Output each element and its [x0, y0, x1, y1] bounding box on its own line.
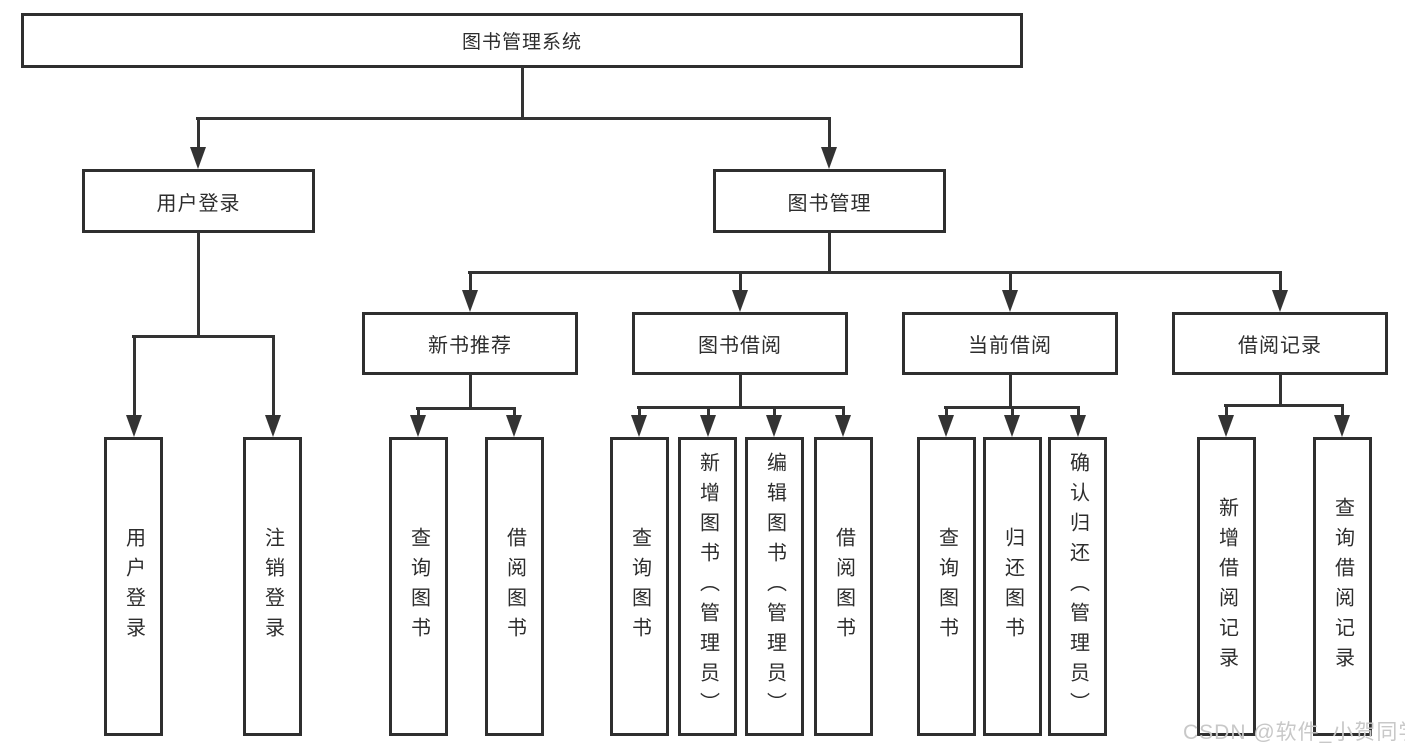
leaf-logout: 注销登录: [243, 437, 302, 736]
leaf-label: 归还图书: [1001, 526, 1024, 647]
leaf-add-book-admin: 新增图书（管理员）: [678, 437, 737, 736]
connector-line: [196, 232, 200, 336]
leaf-label: 新增图书（管理员）: [696, 451, 719, 722]
leaf-label: 编辑图书（管理员）: [763, 451, 786, 722]
arrow-down-icon: [631, 415, 647, 437]
node-book-management: 图书管理: [713, 169, 946, 233]
leaf-label: 查询借阅记录: [1331, 496, 1354, 677]
arrow-down-icon: [732, 290, 748, 312]
node-current-borrow: 当前借阅: [902, 312, 1118, 375]
connector-line: [1340, 404, 1344, 417]
leaf-label: 查询图书: [628, 526, 651, 647]
arrow-down-icon: [1272, 290, 1288, 312]
leaf-label: 新增借阅记录: [1215, 496, 1238, 677]
leaf-label: 注销登录: [261, 526, 284, 647]
leaf-query-borrow-record: 查询借阅记录: [1313, 437, 1372, 736]
leaf-label: 用户登录: [122, 526, 145, 647]
leaf-label: 借阅图书: [832, 526, 855, 647]
connector-line: [1278, 271, 1282, 292]
arrow-down-icon: [938, 415, 954, 437]
node-book-borrow: 图书借阅: [632, 312, 848, 375]
leaf-label: 确认归还（管理员）: [1066, 451, 1089, 722]
connector-line: [1010, 406, 1014, 417]
arrow-down-icon: [766, 415, 782, 437]
connector-line: [944, 406, 948, 417]
arrow-down-icon: [126, 415, 142, 437]
connector-line: [1278, 374, 1282, 407]
leaf-borrow-books-borrow: 借阅图书: [814, 437, 873, 736]
connector-line: [827, 232, 831, 274]
arrow-down-icon: [462, 290, 478, 312]
arrow-down-icon: [821, 147, 837, 169]
node-borrow-records: 借阅记录: [1172, 312, 1388, 375]
leaf-add-borrow-record: 新增借阅记录: [1197, 437, 1256, 736]
arrow-down-icon: [410, 415, 426, 437]
leaf-query-books-borrow: 查询图书: [610, 437, 669, 736]
connector-line: [738, 374, 742, 409]
node-label: 用户登录: [156, 192, 241, 215]
connector-line: [271, 335, 275, 417]
leaf-label: 查询图书: [407, 526, 430, 647]
connector-line: [520, 67, 524, 120]
connector-line: [738, 271, 742, 292]
leaf-label: 借阅图书: [503, 526, 526, 647]
connector-line: [512, 407, 516, 417]
arrow-down-icon: [506, 415, 522, 437]
connector-line: [196, 117, 200, 149]
leaf-label: 查询图书: [935, 526, 958, 647]
arrow-down-icon: [1002, 290, 1018, 312]
node-new-book-recommend: 新书推荐: [362, 312, 578, 375]
node-library-system: 图书管理系统: [21, 13, 1023, 68]
arrow-down-icon: [1218, 415, 1234, 437]
node-label: 当前借阅: [968, 335, 1052, 357]
connector-line: [416, 407, 516, 410]
leaf-query-books-recommend: 查询图书: [389, 437, 448, 736]
node-label: 借阅记录: [1238, 335, 1322, 357]
node-user-login: 用户登录: [82, 169, 315, 233]
arrow-down-icon: [700, 415, 716, 437]
connector-line: [1076, 406, 1080, 417]
connector-line: [468, 374, 472, 410]
arrow-down-icon: [190, 147, 206, 169]
connector-line: [637, 406, 845, 409]
connector-line: [827, 117, 831, 149]
connector-line: [841, 406, 845, 417]
leaf-user-login: 用户登录: [104, 437, 163, 736]
leaf-query-books-current: 查询图书: [917, 437, 976, 736]
connector-line: [772, 406, 776, 417]
leaf-borrow-books-recommend: 借阅图书: [485, 437, 544, 736]
connector-line: [132, 335, 136, 417]
leaf-confirm-return-admin: 确认归还（管理员）: [1048, 437, 1107, 736]
connector-line: [196, 117, 831, 120]
connector-line: [1008, 271, 1012, 292]
leaf-return-book: 归还图书: [983, 437, 1042, 736]
node-label: 新书推荐: [428, 335, 512, 357]
connector-line: [706, 406, 710, 417]
connector-line: [637, 406, 641, 417]
node-label: 图书借阅: [698, 335, 782, 357]
arrow-down-icon: [1070, 415, 1086, 437]
connector-line: [468, 271, 1282, 274]
leaf-edit-book-admin: 编辑图书（管理员）: [745, 437, 804, 736]
connector-line: [132, 335, 275, 338]
arrow-down-icon: [265, 415, 281, 437]
arrow-down-icon: [1004, 415, 1020, 437]
node-label: 图书管理: [787, 192, 872, 215]
connector-line: [1224, 404, 1344, 407]
connector-line: [1008, 374, 1012, 409]
arrow-down-icon: [835, 415, 851, 437]
watermark: CSDN @软件_小贺同学: [1183, 721, 1405, 744]
arrow-down-icon: [1334, 415, 1350, 437]
connector-line: [468, 271, 472, 292]
connector-line: [416, 407, 420, 417]
node-label: 图书管理系统: [461, 32, 582, 53]
connector-line: [1224, 404, 1228, 417]
